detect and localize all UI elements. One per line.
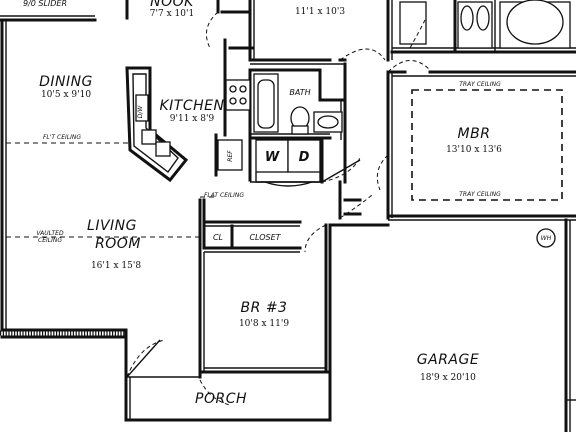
- water-heater-label: WH: [541, 235, 552, 242]
- room-labels: 9/0 SLIDER NOOK 7'7 x 10'1 11'1 x 10'3 D…: [23, 0, 502, 407]
- slider-label: 9/0 SLIDER: [23, 0, 67, 8]
- living-name-line1: LIVING: [87, 218, 137, 234]
- kitchen-cabinets: [125, 66, 251, 183]
- br3-dimensions: 10'8 x 11'9: [239, 319, 289, 329]
- nook-dimensions: 7'7 x 10'1: [150, 9, 194, 19]
- mbr-dimensions: 13'10 x 13'6: [446, 145, 502, 155]
- bath-name: BATH: [289, 88, 310, 97]
- fl-ceiling-label: FL'T CEILING: [43, 134, 81, 141]
- living-dimensions: 16'1 x 15'8: [91, 261, 141, 271]
- dw-label: D/W: [137, 105, 144, 119]
- laundry: [255, 139, 321, 187]
- annotation-labels: FL'T CEILING FLAT CEILING VAULTED CEILIN…: [36, 81, 501, 244]
- mbr-name: MBR: [458, 126, 491, 142]
- cl-label: CL: [213, 233, 223, 242]
- vaulted-label-line1: VAULTED: [36, 230, 64, 237]
- porch-name: PORCH: [195, 391, 247, 407]
- kitchen-name: KITCHEN: [160, 98, 225, 114]
- water-heater: WH: [536, 228, 556, 248]
- ceiling-lines: [6, 89, 563, 245]
- vaulted-label-line2: CEILING: [38, 237, 62, 244]
- closet-label: CLOSET: [249, 233, 281, 242]
- garage-name: GARAGE: [417, 352, 479, 368]
- nook-name: NOOK: [150, 0, 195, 10]
- ref-label: REF: [227, 150, 234, 162]
- tray-ceiling-top-label: TRAY CEILING: [459, 81, 501, 88]
- bath-fixtures: [253, 73, 343, 135]
- door-swings: [126, 11, 431, 406]
- dining-dimensions: 10'5 x 9'10: [41, 90, 91, 100]
- dryer-label: D: [299, 150, 310, 165]
- flat-ceiling-label: FLAT CEILING: [204, 192, 244, 199]
- garage-dimensions: 18'9 x 20'10: [420, 373, 476, 383]
- br3-name: BR #3: [241, 300, 288, 316]
- tray-ceiling-bottom-label: TRAY CEILING: [459, 191, 501, 198]
- dining-name: DINING: [39, 74, 93, 90]
- bed2-dimensions: 11'1 x 10'3: [295, 7, 345, 17]
- kitchen-dimensions: 9'11 x 8'9: [170, 114, 215, 124]
- washer-label: W: [265, 150, 280, 165]
- living-name-line2: ROOM: [95, 236, 141, 252]
- master-bath-fixtures: [399, 0, 571, 49]
